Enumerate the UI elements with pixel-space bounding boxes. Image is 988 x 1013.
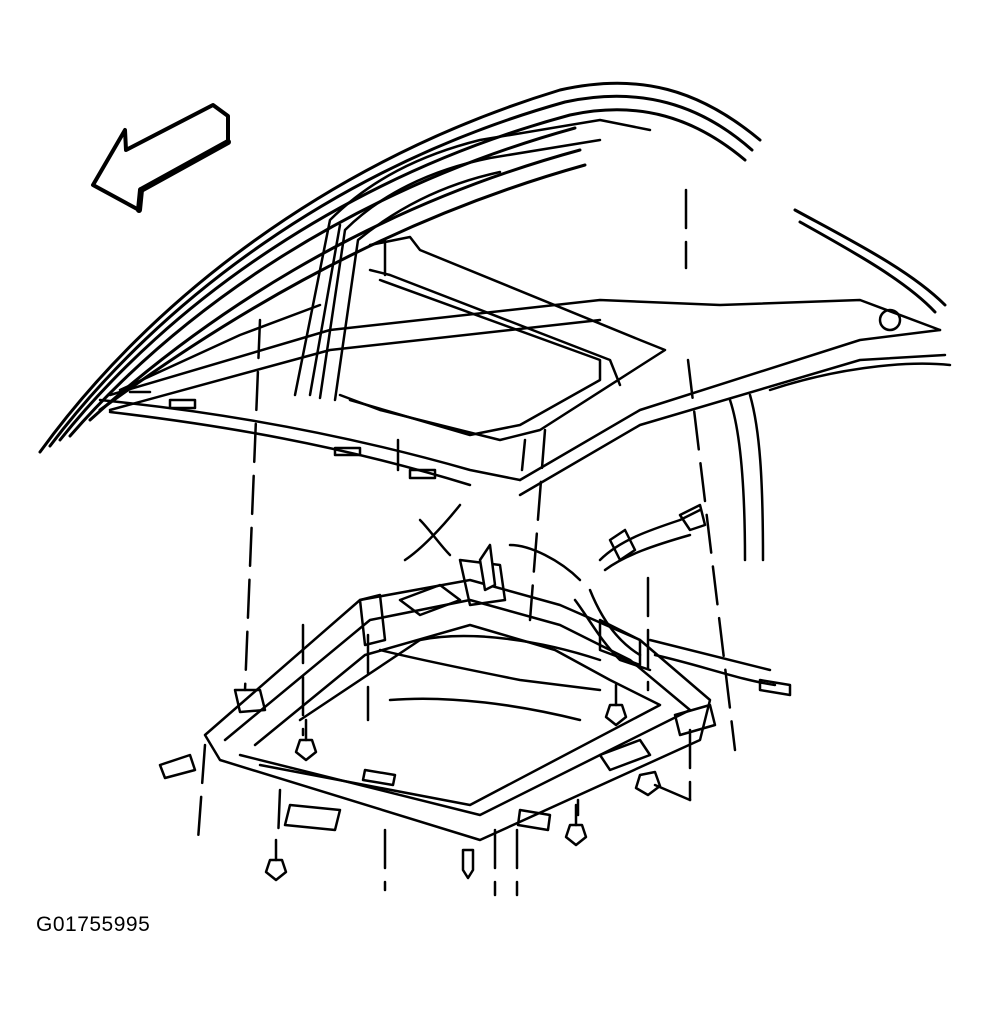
- bolt: [634, 770, 692, 802]
- bolt: [294, 718, 318, 762]
- roof-opening: [338, 235, 667, 442]
- arrow-forward-icon: [91, 103, 231, 213]
- stud: [478, 543, 497, 592]
- sunroof-module-frame: [158, 558, 717, 842]
- roof-pillar: [293, 118, 652, 402]
- wiring-harness: [508, 503, 792, 697]
- figure-id: G01755995: [36, 913, 151, 936]
- bolt: [264, 838, 288, 882]
- alignment-lines: [196, 188, 737, 897]
- fasteners: [264, 543, 692, 882]
- roof-rails: [38, 81, 947, 454]
- roof-panel: [98, 298, 952, 562]
- bolt: [604, 683, 628, 727]
- stud: [461, 848, 475, 880]
- bolt: [564, 803, 588, 847]
